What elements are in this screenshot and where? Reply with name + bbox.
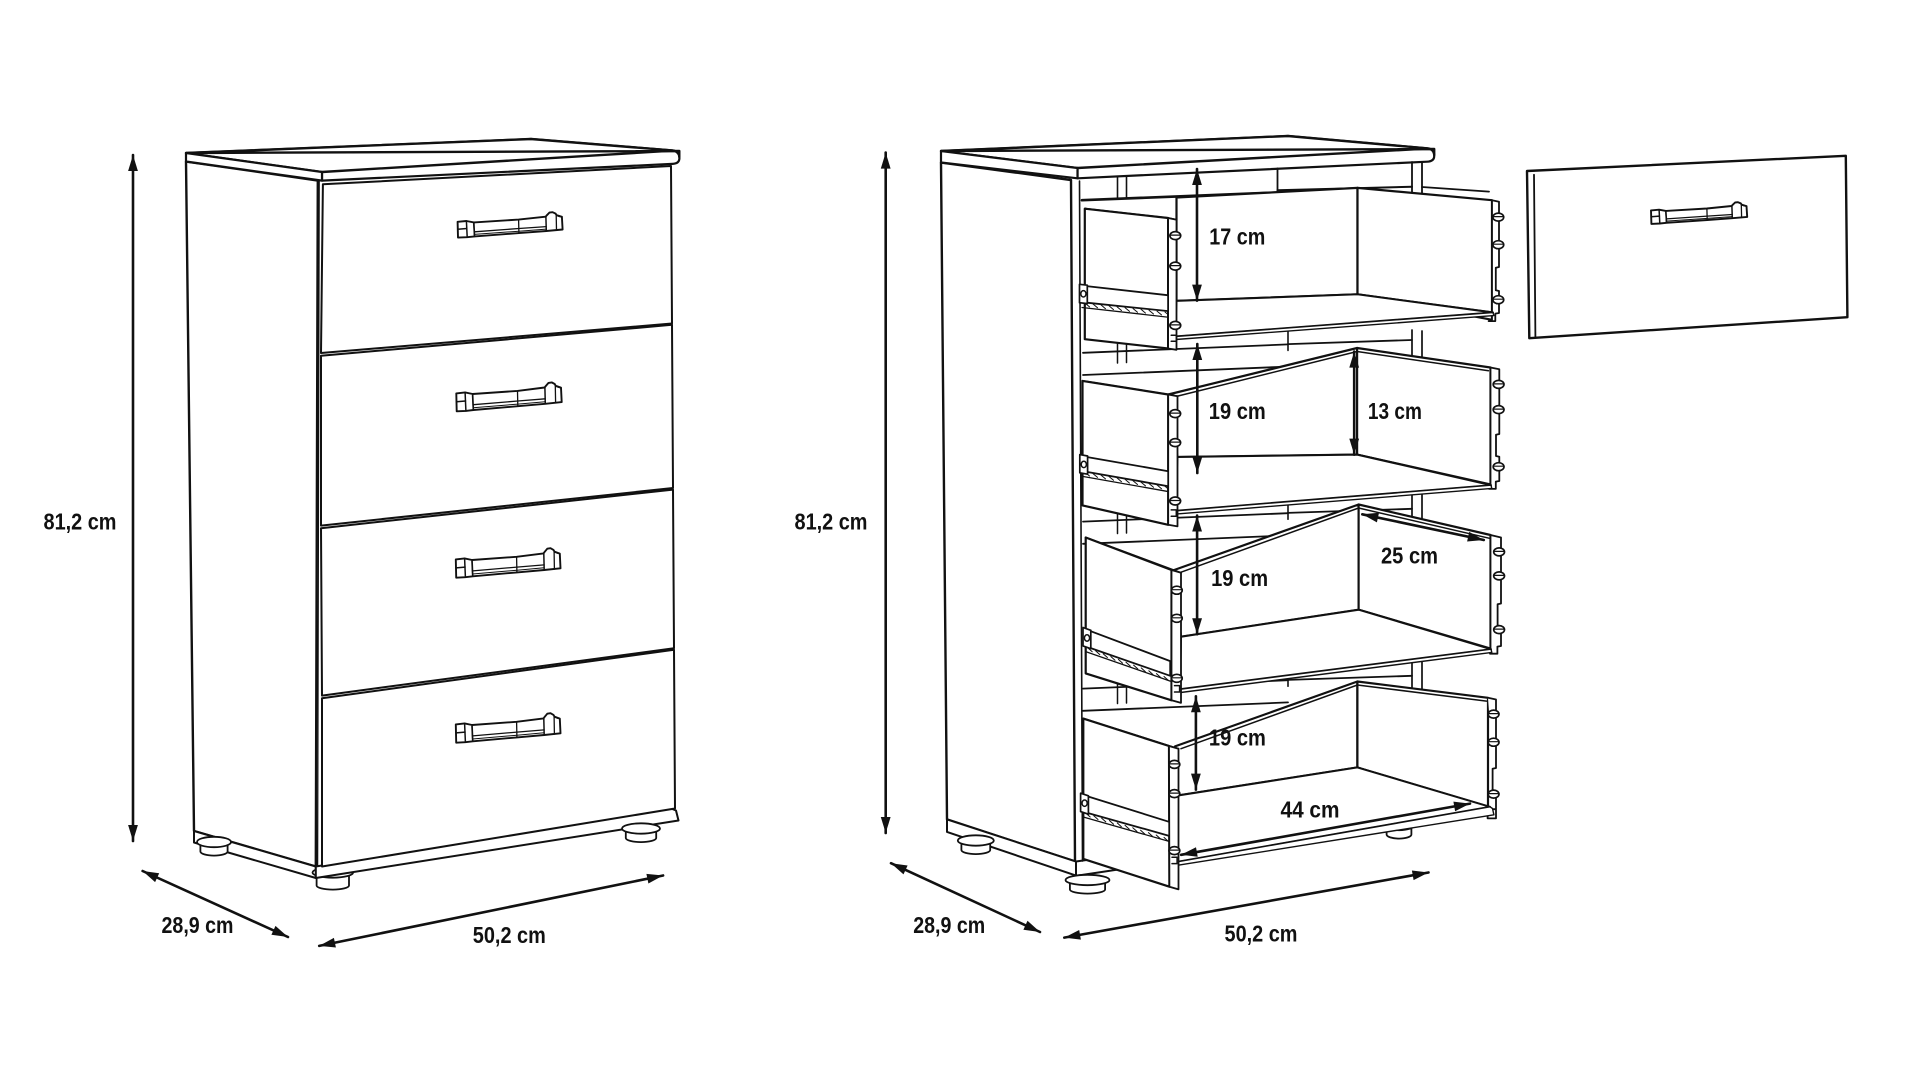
svg-text:13 cm: 13 cm [1368,398,1422,424]
svg-text:25 cm: 25 cm [1381,543,1438,569]
svg-text:19 cm: 19 cm [1209,725,1266,751]
svg-text:81,2 cm: 81,2 cm [44,509,117,535]
svg-text:50,2 cm: 50,2 cm [1225,921,1298,947]
svg-text:28,9 cm: 28,9 cm [913,912,985,938]
svg-text:28,9 cm: 28,9 cm [162,912,234,938]
svg-text:44 cm: 44 cm [1281,797,1340,823]
svg-text:19 cm: 19 cm [1209,398,1266,424]
svg-text:19 cm: 19 cm [1211,565,1268,591]
svg-text:81,2 cm: 81,2 cm [795,509,868,535]
svg-text:17 cm: 17 cm [1209,224,1265,250]
svg-text:50,2 cm: 50,2 cm [473,922,546,948]
